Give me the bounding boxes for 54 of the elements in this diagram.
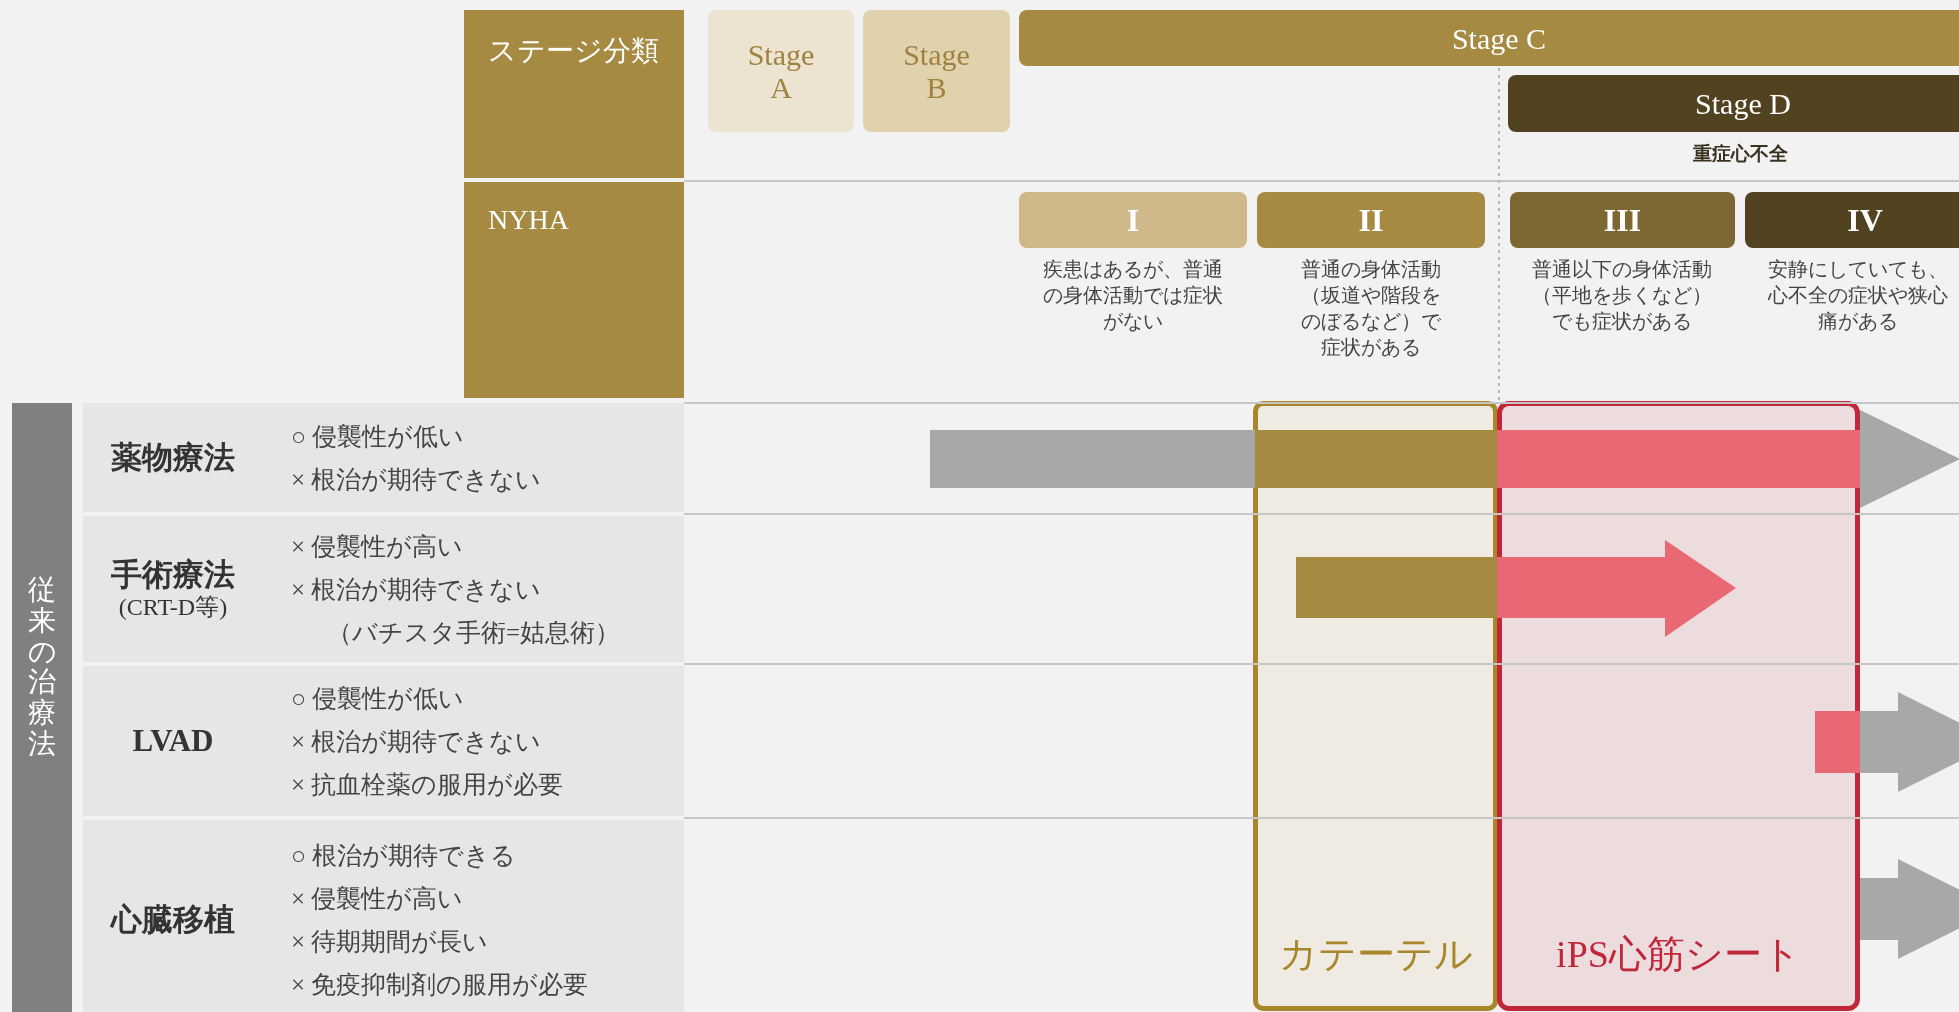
header-label: NYHA xyxy=(488,204,569,236)
pro-con-item: × 抗血栓薬の服用が必要 xyxy=(291,769,564,800)
class-description: 普通の身体活動（坂道や階段をのぼるなど）で症状がある xyxy=(1300,257,1442,360)
pro-con-item: ○ 根治が期待できる xyxy=(291,841,518,871)
nyha-class-box xyxy=(1510,192,1735,248)
pro-con-item: ○ 侵襲性が低い xyxy=(291,683,466,714)
therapy-name: (CRT-D等) xyxy=(118,593,228,622)
pro-con-item: ○ 侵襲性が低い xyxy=(291,421,466,452)
pro-con-item: × 免疫抑制剤の服用が必要 xyxy=(291,970,589,1000)
header-cell xyxy=(464,10,684,178)
therapy-row xyxy=(83,820,684,1012)
zone-label: カテーテル xyxy=(1278,932,1473,977)
pro-con-item: × 待期期間が長い xyxy=(291,927,490,957)
therapy-row xyxy=(83,403,684,512)
nyha-class-box xyxy=(1019,192,1247,248)
therapy-name: LVAD xyxy=(132,722,214,760)
pro-con-item: （バチスタ手術=姑息術） xyxy=(326,617,621,648)
stage-label: Stage B xyxy=(902,38,971,104)
stage-box xyxy=(1019,10,1959,66)
therapy-row xyxy=(83,666,684,816)
stage-box xyxy=(708,10,854,132)
pro-con-item: × 根治が期待できない xyxy=(291,574,543,605)
treatment-range-bar xyxy=(1815,692,1959,792)
stage-label: Stage C xyxy=(1451,21,1547,55)
stage-label: Stage A xyxy=(746,38,816,104)
zone-label: iPS心筋シート xyxy=(1556,932,1801,977)
class-numeral: III xyxy=(1603,201,1642,239)
pro-con-item: × 侵襲性が高い xyxy=(291,531,465,562)
treatment-range-bar xyxy=(930,410,1959,508)
class-numeral: IV xyxy=(1847,201,1883,239)
category-label: 従来の治療法 xyxy=(28,575,56,760)
class-numeral: I xyxy=(1126,201,1140,239)
pro-con-item: × 根治が期待できない xyxy=(291,464,542,495)
stage-box xyxy=(1508,75,1959,132)
therapy-name: 心臓移植 xyxy=(111,901,235,939)
therapy-name: 薬物療法 xyxy=(111,438,235,477)
stage-box xyxy=(863,10,1010,132)
therapy-name: 手術療法 xyxy=(111,556,235,594)
class-description: 普通以下の身体活動（平地を歩くなど）でも症状がある xyxy=(1531,257,1713,334)
header-cell xyxy=(464,182,684,398)
nyha-class-box xyxy=(1257,192,1485,248)
header-label: ステージ分類 xyxy=(488,34,659,68)
pro-con-item: × 侵襲性が高い xyxy=(291,884,465,914)
class-description: 安静にしていても、心不全の症状や狭心痛がある xyxy=(1766,257,1949,334)
pro-con-item: × 根治が期待できない xyxy=(291,726,543,757)
treatment-range-bar xyxy=(1296,540,1736,637)
class-numeral: II xyxy=(1358,201,1384,239)
class-description: 疾患はあるが、普通の身体活動では症状がない xyxy=(1042,257,1224,334)
stage-label: Stage D xyxy=(1695,87,1791,120)
category-band xyxy=(12,403,72,1012)
stage-note: 重症心不全 xyxy=(1691,142,1789,166)
therapy-row xyxy=(83,516,684,662)
treatment-range-bar xyxy=(1860,859,1959,959)
nyha-class-box xyxy=(1745,192,1959,248)
